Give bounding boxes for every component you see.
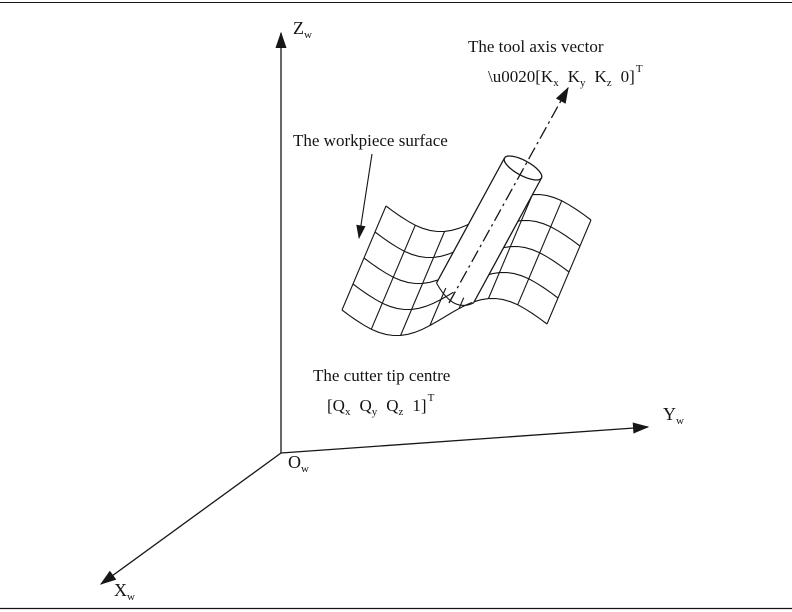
axis-subscript: w [304, 29, 312, 41]
mesh-line [400, 231, 446, 336]
vector-token: K [594, 67, 607, 86]
axis-letter: Z [293, 18, 304, 38]
cutter-caption: The cutter tip centre [313, 366, 450, 385]
y-axis-label: Yw [663, 404, 684, 427]
tool-cylinder-left-edge [435, 157, 506, 284]
mesh-line [487, 194, 533, 299]
origin-label: Ow [288, 452, 309, 475]
tool-axis-dashdot-line [448, 86, 569, 304]
z-axis-label: Zw [293, 18, 312, 41]
vector-superscript: T [428, 392, 435, 404]
vector-subscript: x [345, 406, 351, 418]
mesh-line [546, 219, 592, 325]
workpiece-caption: The workpiece surface [293, 131, 448, 150]
vector-subscript: y [580, 77, 586, 89]
vector-token: [K [535, 67, 554, 86]
axes-group [99, 31, 650, 585]
axis-letter: X [114, 580, 127, 600]
axis-subscript: w [676, 415, 684, 427]
tool-axis-caption: The tool axis vector [468, 37, 604, 56]
vector-token: Q [386, 396, 398, 415]
vector-token: 1] [412, 396, 426, 415]
axis-subscript: w [301, 463, 309, 475]
workpiece-leader-arrow [356, 153, 373, 240]
vector-subscript: y [372, 406, 378, 418]
vector-token: 0] [621, 67, 635, 86]
tool-cylinder-bottom-arc [436, 282, 474, 307]
vector-superscript: T [636, 63, 643, 75]
vector-token: [Q [327, 396, 345, 415]
axis-letter: O [288, 452, 301, 472]
mesh-line [370, 224, 416, 330]
axis-subscript: w [127, 591, 135, 603]
vector-subscript: x [553, 77, 559, 89]
x-axis-label: Xw [114, 580, 135, 603]
vector-subscript: z [399, 406, 404, 418]
x-axis-line [99, 452, 282, 585]
tool-cylinder [435, 155, 543, 307]
axis-letter: Y [663, 404, 676, 424]
mesh-line [517, 200, 563, 306]
vector-token: K [568, 67, 581, 86]
vector-token: Q [359, 396, 371, 415]
tool-cylinder-right-edge [472, 177, 543, 304]
mesh-line [341, 297, 548, 337]
mesh-line [341, 205, 387, 311]
y-axis-line [280, 422, 650, 454]
vector-subscript: z [607, 77, 612, 89]
